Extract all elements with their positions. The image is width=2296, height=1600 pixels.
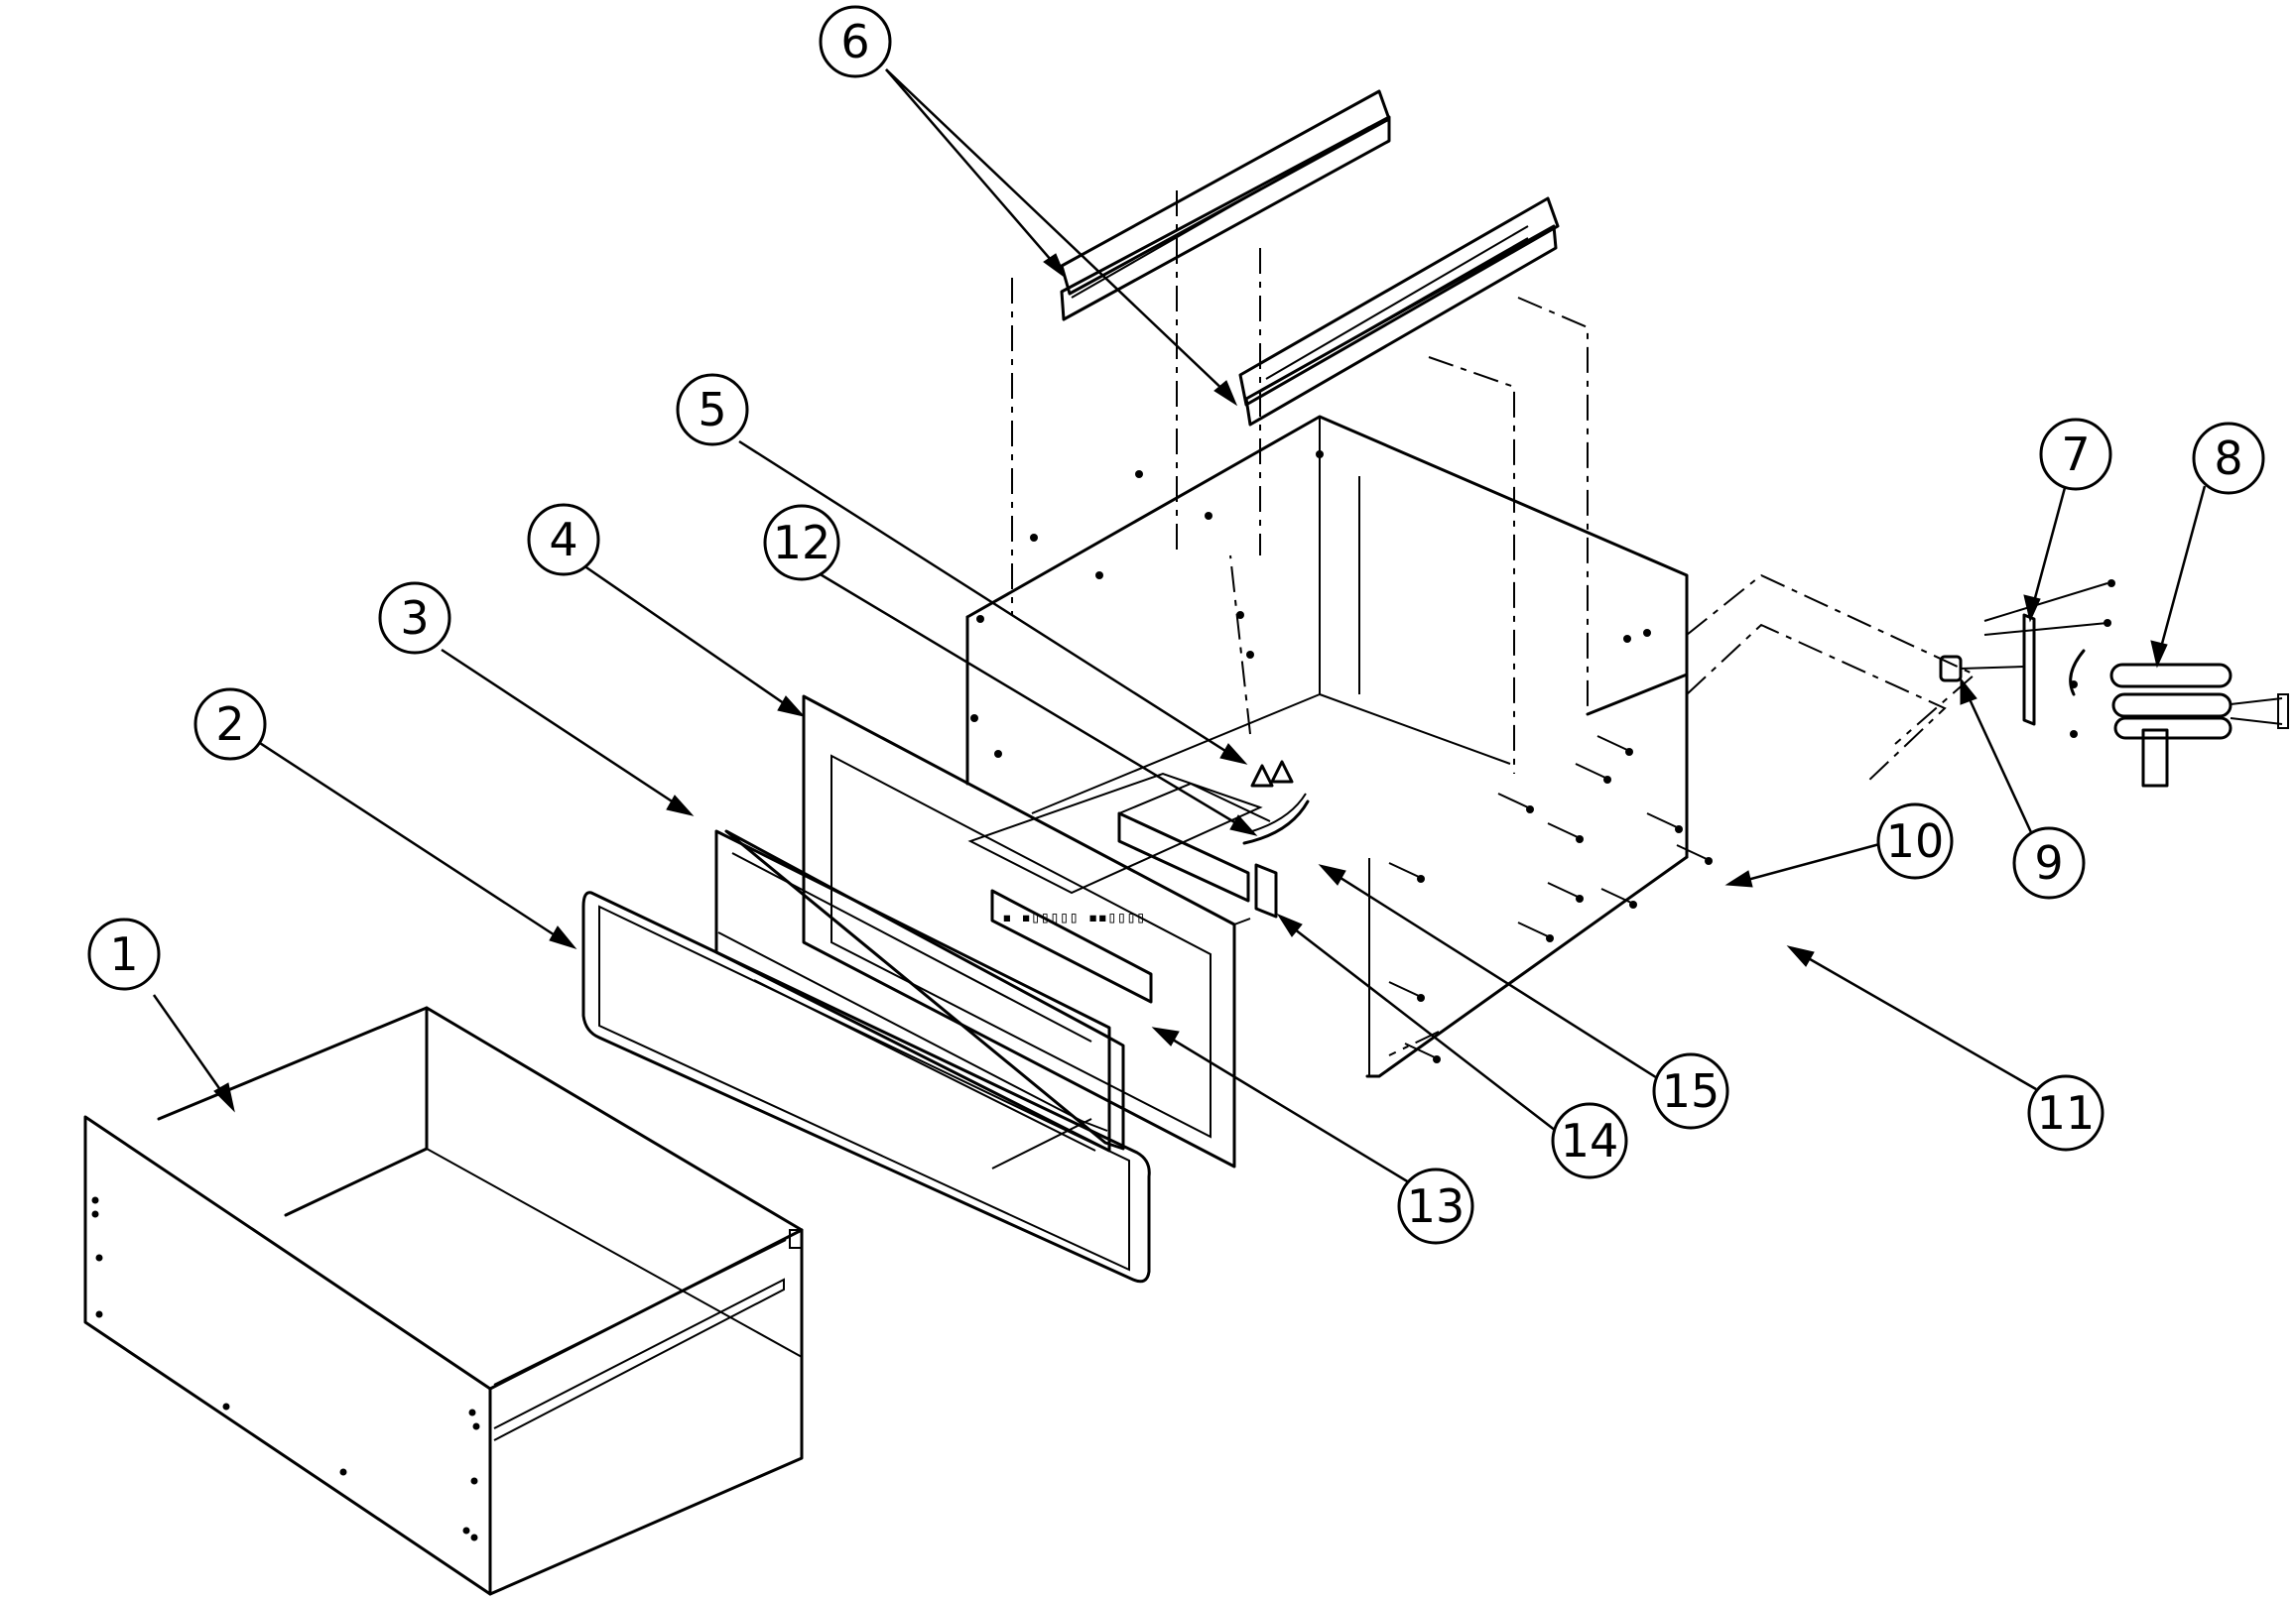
cabinet-housing — [965, 415, 1689, 1078]
leader-lines — [152, 68, 2207, 1184]
callout-4: 4 — [527, 503, 600, 576]
callout-9-label: 9 — [2034, 836, 2063, 890]
screws — [1388, 735, 1713, 1063]
callout-11-label: 11 — [2037, 1086, 2096, 1140]
callout-11: 11 — [2027, 1074, 2105, 1152]
callout-4-label: 4 — [549, 513, 577, 566]
callout-8: 8 — [2192, 422, 2265, 495]
callout-3: 3 — [378, 581, 451, 655]
part-14-15-control-bracket — [1117, 782, 1278, 919]
callout-2: 2 — [193, 687, 267, 761]
callout-15: 15 — [1652, 1052, 1729, 1130]
callout-14-label: 14 — [1561, 1114, 1619, 1168]
callout-15-label: 15 — [1662, 1064, 1721, 1118]
callout-7: 7 — [2039, 418, 2112, 491]
part-9-fitting — [1939, 655, 2025, 682]
part-2-gasket-frame — [581, 891, 1151, 1284]
callout-6: 6 — [819, 5, 892, 78]
part-5-wire-nuts — [1250, 760, 1294, 788]
callout-5-label: 5 — [698, 383, 726, 436]
callout-10-label: 10 — [1886, 814, 1945, 868]
callout-10: 10 — [1876, 802, 1954, 880]
svg-text:▪ ▪▯▯▯▯▯ ▪▪▯▯▯▯: ▪ ▪▯▯▯▯▯ ▪▪▯▯▯▯ — [1002, 908, 1146, 926]
part-4-inner-door — [802, 694, 1251, 1169]
callout-1: 1 — [87, 918, 161, 991]
callout-5: 5 — [676, 373, 749, 446]
callout-6-label: 6 — [840, 15, 869, 68]
callout-1-label: 1 — [109, 927, 138, 981]
part-12-wiring — [1242, 793, 1310, 845]
callout-9: 9 — [2012, 826, 2086, 900]
assembly-lines — [1011, 190, 1977, 1056]
part-8-heating-element — [2069, 649, 2289, 788]
callout-3-label: 3 — [400, 591, 429, 645]
callout-8-label: 8 — [2214, 431, 2242, 485]
callout-12-label: 12 — [773, 516, 831, 569]
callout-7-label: 7 — [2061, 428, 2090, 481]
callout-13: 13 — [1397, 1168, 1474, 1245]
callout-12: 12 — [763, 504, 840, 581]
part-7-bracket — [1983, 579, 2115, 738]
part-13-control-panel: ▪ ▪▯▯▯▯▯ ▪▪▯▯▯▯ — [967, 772, 1263, 1004]
callout-13-label: 13 — [1407, 1179, 1466, 1233]
part-1-drawer — [83, 1006, 804, 1596]
part-6-slides — [1060, 89, 1560, 427]
part-3-glass-panel — [714, 829, 1125, 1153]
callout-14: 14 — [1551, 1102, 1628, 1179]
callout-2-label: 2 — [215, 697, 244, 751]
